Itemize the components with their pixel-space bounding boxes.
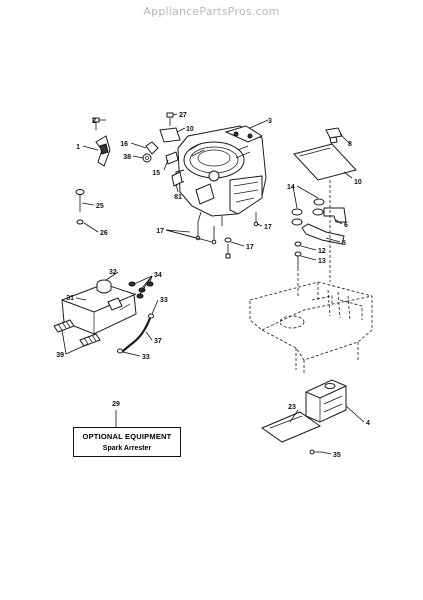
breather-hose: [117, 313, 154, 354]
engine-bolts: [195, 212, 259, 259]
leader-lines: [61, 113, 365, 455]
callout-26: 26: [100, 230, 108, 237]
callout-25: 25: [96, 203, 104, 210]
heat-shield: [293, 127, 357, 181]
callout-17-left: 17: [156, 228, 164, 235]
callout-14: 15: [152, 170, 160, 177]
callout-81: 81: [174, 194, 182, 201]
callout-numbers: 2 1 27 3 10 16 38 15 81 8 10 14 6 5 12 1…: [56, 112, 370, 459]
callout-31: 31: [66, 295, 74, 302]
exhaust-pipes: [291, 198, 347, 268]
callout-11: 12: [318, 248, 326, 255]
callout-1: 1: [76, 144, 80, 151]
callout-27: 27: [179, 112, 187, 119]
air-cleaner: [53, 279, 154, 347]
callout-33-bottom: 33: [142, 354, 150, 361]
chassis-frame: [249, 180, 373, 374]
callout-4: 4: [366, 420, 370, 427]
callout-10: 10: [354, 179, 362, 186]
bolt-washer: [75, 189, 85, 225]
callout-38: 38: [123, 154, 131, 161]
callout-16: 17: [246, 244, 254, 251]
optional-equipment-title: OPTIONAL EQUIPMENT: [82, 432, 172, 441]
callout-13: 14: [287, 184, 295, 191]
callout-37: 37: [154, 338, 162, 345]
site-watermark: AppliancePartsPros.com: [143, 5, 280, 18]
callout-39: 39: [56, 352, 64, 359]
throttle-bracket: [92, 117, 111, 167]
callout-8: 8: [348, 141, 352, 148]
callout-7: 10: [186, 126, 194, 133]
muffler: [260, 379, 347, 455]
callout-2: 2: [92, 118, 96, 125]
callout-3: 3: [268, 118, 272, 125]
optional-equipment-subtitle: Spark Arrester: [102, 445, 152, 452]
callout-33-top: 33: [160, 297, 168, 304]
callout-35: 35: [333, 452, 341, 459]
callout-5: 5: [342, 240, 346, 247]
callout-12: 13: [318, 258, 326, 265]
callout-32: 32: [109, 269, 117, 276]
engine: [175, 125, 267, 226]
callout-29: 29: [112, 401, 120, 408]
callout-17-right: 17: [264, 224, 272, 231]
callout-6: 6: [344, 222, 348, 229]
callout-23: 23: [288, 404, 296, 411]
optional-equipment-box: OPTIONAL EQUIPMENT Spark Arrester: [73, 427, 181, 457]
callout-34: 34: [154, 272, 162, 279]
callout-15: 16: [120, 141, 128, 148]
fuel-fittings: [142, 112, 183, 187]
